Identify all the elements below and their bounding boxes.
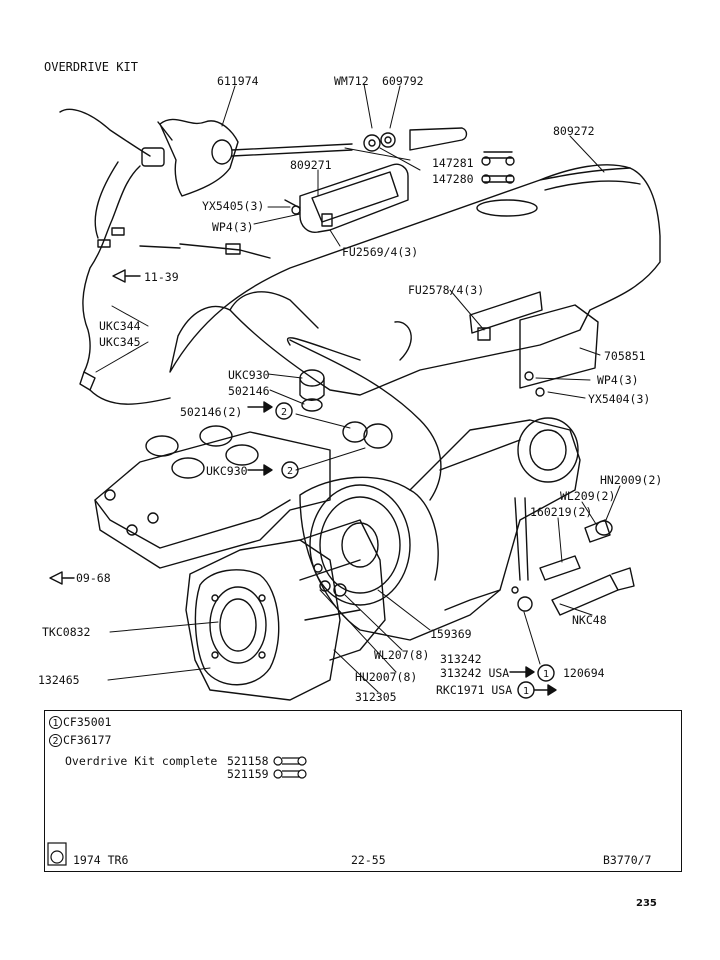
ref-code: B3770/7 (603, 853, 652, 867)
label-502146: 502146 (228, 384, 270, 398)
label-809271: 809271 (290, 158, 332, 172)
studs-nuts (511, 497, 635, 616)
label-hn2009: HN2009(2) (600, 473, 663, 487)
kit-part-521159: 521159 (227, 767, 269, 781)
year-model: 1974 TR6 (73, 853, 129, 867)
label-313242-usa: 313242 USA (440, 666, 510, 680)
label-wl209: WL209(2) (560, 489, 616, 503)
kit-part-521158: 521158 (227, 754, 269, 768)
label-ukc930-a: UKC930 (228, 368, 270, 382)
tunnel-cover (169, 164, 661, 396)
cover-plate (299, 163, 409, 233)
leader-lines (95, 83, 621, 693)
solenoid (286, 321, 442, 501)
label-wm712: WM712 (334, 74, 369, 88)
overdrive-unit (299, 417, 581, 641)
label-wp4-b: WP4(3) (597, 373, 639, 387)
label-160219: 160219(2) (530, 505, 593, 519)
label-120694: 120694 (563, 666, 605, 680)
label-09-68: 09-68 (76, 571, 111, 585)
label-ukc930-b: UKC930 (206, 464, 248, 478)
label-rkc1971-usa: RKC1971 USA (436, 683, 513, 697)
page-number: 235 (636, 898, 657, 909)
reference-arrows (49, 269, 557, 696)
label-wl207: WL207(8) (374, 648, 430, 662)
label-809272: 809272 (553, 124, 595, 138)
circled-1: 1 (49, 716, 62, 729)
label-fu2569: FU2569/4(3) (342, 245, 419, 259)
callout-2a: 2 (281, 407, 287, 418)
label-147280: 147280 (432, 172, 474, 186)
note-cf35001-text: CF35001 (63, 715, 112, 729)
label-159369: 159369 (430, 627, 472, 641)
label-313242: 313242 (440, 652, 482, 666)
kit-complete-text: Overdrive Kit complete (65, 754, 218, 768)
label-502146-2: 502146(2) (180, 405, 243, 419)
label-ukc345: UKC345 (99, 335, 141, 349)
callout-2b: 2 (287, 466, 293, 477)
label-yx5404: YX5404(3) (588, 392, 651, 406)
label-11-39: 11-39 (144, 270, 179, 284)
diagram-title: OVERDRIVE KIT (44, 60, 138, 74)
label-nkc48: NKC48 (572, 613, 607, 627)
label-312305: 312305 (355, 690, 397, 704)
top-cover (94, 425, 331, 569)
label-132465: 132465 (38, 673, 80, 687)
fixings (139, 151, 545, 397)
callout-1a: 1 (543, 669, 549, 680)
label-fu2578: FU2578/4(3) (408, 283, 485, 297)
callout-1b: 1 (523, 686, 529, 697)
note-cf36177-text: CF36177 (63, 733, 112, 747)
gaiter (157, 118, 353, 197)
washers-knob (363, 127, 468, 152)
kit-part-icons (47, 756, 307, 866)
label-yx5405: YX5405(3) (202, 199, 265, 213)
callout-circles (275, 402, 555, 699)
label-609792: 609792 (382, 74, 424, 88)
label-705851: 705851 (604, 349, 646, 363)
label-147281: 147281 (432, 156, 474, 170)
switch-cable (59, 108, 171, 405)
label-wp4-a: WP4(3) (212, 220, 254, 234)
label-tkc0832: TKC0832 (42, 625, 91, 639)
label-hu2007: HU2007(8) (355, 670, 418, 684)
label-611974: 611974 (217, 74, 259, 88)
circled-2: 2 (49, 734, 62, 747)
page-ref: 22-55 (351, 853, 386, 867)
label-ukc344: UKC344 (99, 319, 141, 333)
